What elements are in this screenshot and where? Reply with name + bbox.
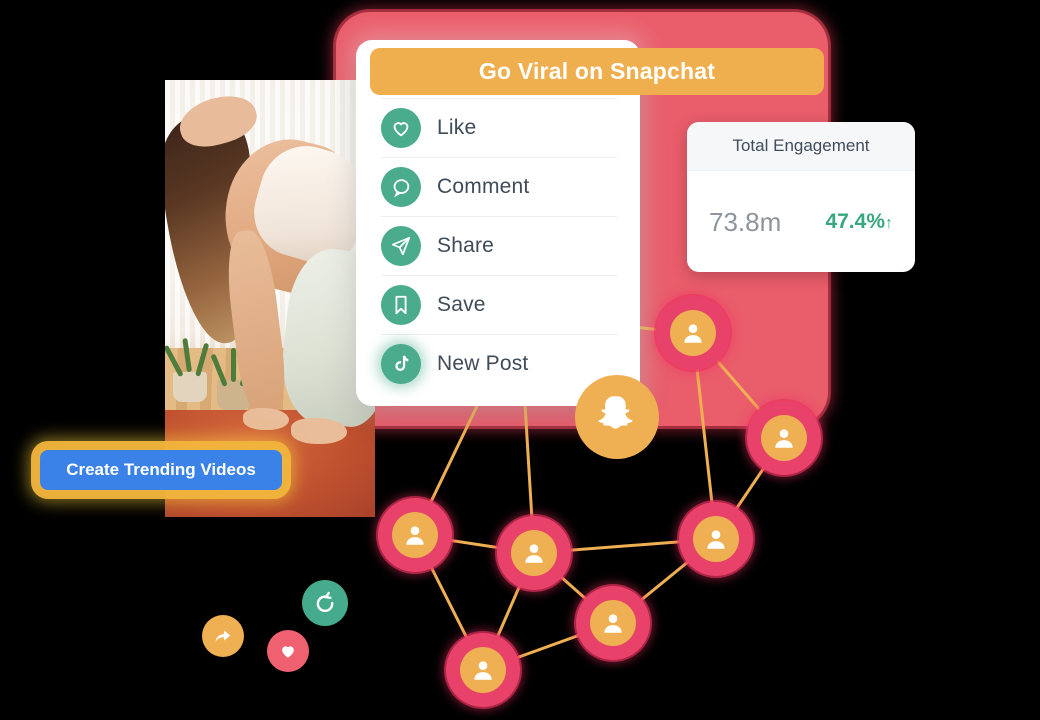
network-node-avatar[interactable]: [378, 498, 452, 572]
create-trending-videos-button[interactable]: Create Trending Videos: [40, 450, 282, 490]
user-avatar-icon: [707, 530, 725, 549]
engagement-card-title: Total Engagement: [687, 122, 915, 171]
network-node-avatar[interactable]: [747, 401, 821, 475]
user-avatar-icon: [604, 614, 622, 633]
network-node-avatar[interactable]: [497, 516, 571, 590]
menu-item-label: Comment: [437, 175, 530, 198]
redo-icon: [316, 591, 334, 612]
menu-item-like[interactable]: Like: [381, 98, 617, 157]
menu-item-label: Share: [437, 234, 495, 257]
network-node-avatar[interactable]: [446, 633, 520, 707]
menu-item-save[interactable]: Save: [381, 275, 617, 334]
menu-item-label: Like: [437, 116, 477, 139]
heart-icon: [381, 108, 421, 148]
actions-menu-card: Like Comment Share: [356, 40, 640, 406]
bookmark-icon: [381, 285, 421, 325]
network-node-avatar[interactable]: [656, 296, 730, 370]
menu-item-label: Save: [437, 293, 486, 316]
engagement-change-value: 47.4%: [825, 210, 885, 233]
user-avatar-icon: [474, 661, 492, 680]
heart-badge[interactable]: [267, 630, 309, 672]
engagement-change: 47.4%↑: [825, 210, 893, 234]
up-arrow-icon: ↑: [885, 215, 893, 232]
send-icon: [381, 226, 421, 266]
network-node-avatar[interactable]: [679, 502, 753, 576]
user-avatar-icon: [684, 324, 702, 343]
menu-item-label: New Post: [437, 352, 529, 375]
redo-badge[interactable]: [302, 580, 348, 626]
user-avatar-icon: [406, 526, 424, 545]
yoga-photo: [165, 80, 375, 517]
menu-item-comment[interactable]: Comment: [381, 157, 617, 216]
snapchat-ghost-icon: [594, 392, 640, 443]
actions-menu-list: Like Comment Share: [381, 98, 617, 393]
snapchat-brand-node[interactable]: [575, 375, 659, 459]
user-avatar-icon: [525, 544, 543, 563]
share-arrow-icon: [215, 630, 231, 642]
tiktok-icon: [381, 344, 421, 384]
heart-icon: [282, 646, 294, 658]
go-viral-button[interactable]: Go Viral on Snapchat: [370, 48, 824, 95]
engagement-value: 73.8m: [709, 206, 782, 237]
user-avatar-icon: [775, 429, 793, 448]
share-arrow-badge[interactable]: [202, 615, 244, 657]
total-engagement-card: Total Engagement 73.8m 47.4%↑: [687, 122, 915, 272]
comment-icon: [381, 167, 421, 207]
network-node-avatar[interactable]: [576, 586, 650, 660]
menu-item-share[interactable]: Share: [381, 216, 617, 275]
menu-item-new-post[interactable]: New Post: [381, 334, 617, 393]
